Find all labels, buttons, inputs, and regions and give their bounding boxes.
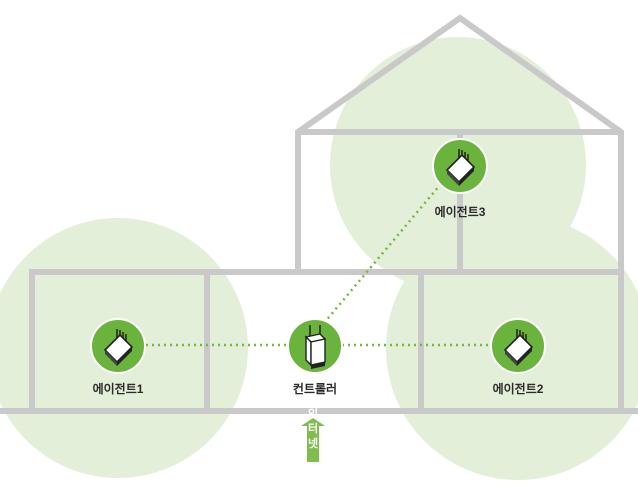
controller-label: 컨트롤러: [292, 382, 338, 396]
internet-label-char: 인: [307, 408, 319, 420]
controller-router-icon: [304, 325, 327, 369]
internet-label: 인 터 넷: [301, 407, 325, 452]
agent2-node[interactable]: [490, 318, 546, 374]
agent1-node[interactable]: [90, 318, 146, 374]
agent3-node[interactable]: [432, 138, 488, 194]
agent3-label: 에이전트3: [434, 205, 486, 219]
agent-router-icon: [503, 329, 534, 366]
internet-label-char: 넷: [307, 438, 319, 450]
agent2-label: 에이전트2: [492, 382, 544, 396]
mesh-links: [146, 184, 492, 347]
agent-router-icon: [445, 149, 476, 186]
house-outline: [0, 14, 638, 414]
up-arrow-icon: [301, 418, 325, 462]
agent1-label: 에이전트1: [92, 382, 144, 396]
agent-router-icon: [103, 329, 134, 366]
internet-arrow: [301, 418, 325, 462]
internet-label-char: 터: [307, 423, 319, 435]
controller-node[interactable]: [287, 318, 343, 374]
link-controller-agent3: [323, 184, 441, 324]
